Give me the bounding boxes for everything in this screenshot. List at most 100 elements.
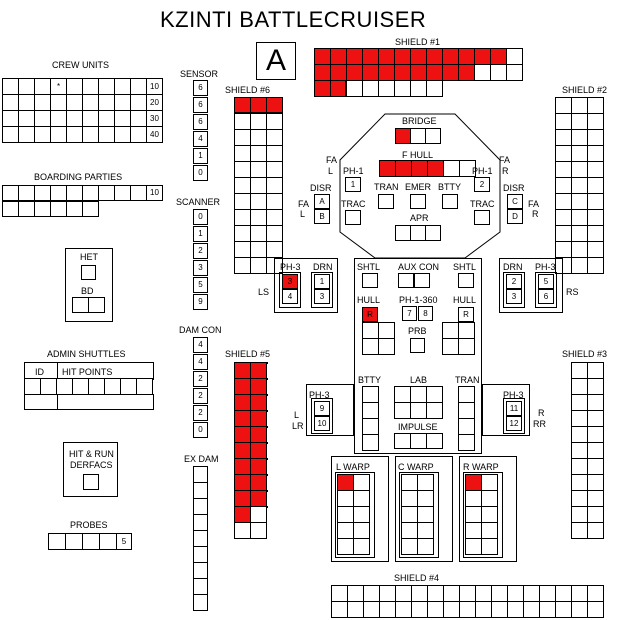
admin-shuttle-hit-point-box[interactable]	[40, 378, 57, 395]
l-warp-box[interactable]	[353, 538, 370, 555]
impulse-box[interactable]	[394, 433, 411, 449]
disr-b-box[interactable]: B	[314, 209, 330, 224]
hull-right-box[interactable]	[442, 322, 459, 339]
shield-3-box[interactable]	[587, 522, 604, 539]
shield-5-box[interactable]	[250, 474, 267, 491]
shield-6-box[interactable]	[266, 193, 283, 210]
drone-ls-3-box[interactable]: 3	[314, 289, 330, 304]
shuttle-left-box[interactable]	[362, 273, 378, 288]
crew-unit-box[interactable]	[18, 78, 35, 95]
boarding-party-box[interactable]	[34, 185, 51, 201]
shield-6-box[interactable]	[234, 97, 251, 113]
probe-box[interactable]	[82, 533, 100, 550]
shield-6-box[interactable]	[266, 225, 283, 242]
sensor-track-box[interactable]: 1	[193, 148, 208, 164]
disr-c-box[interactable]: C	[507, 194, 523, 209]
shield-1-box[interactable]	[378, 64, 395, 81]
crew-unit-box[interactable]	[82, 110, 99, 127]
shield-6-box[interactable]	[234, 209, 251, 226]
shield-6-box[interactable]	[266, 209, 283, 226]
shield-1-box[interactable]	[346, 48, 363, 65]
shield-5-box[interactable]	[234, 490, 251, 507]
shield-3-box[interactable]	[587, 394, 604, 411]
ph3-rs-5-box[interactable]: 5	[538, 274, 554, 289]
shield-3-box[interactable]	[587, 506, 604, 523]
sensor-track-box[interactable]: 4	[193, 131, 208, 147]
shield-4-box[interactable]	[347, 601, 364, 618]
crew-unit-box[interactable]	[98, 126, 115, 143]
shield-4-box[interactable]	[507, 585, 524, 602]
l-warp-box[interactable]	[337, 490, 354, 507]
shield-5-edge[interactable]	[266, 474, 268, 476]
shield-1-box[interactable]	[506, 64, 523, 81]
shield-6-box[interactable]	[234, 241, 251, 258]
shield-5-edge[interactable]	[266, 378, 268, 380]
transporter-box[interactable]	[378, 194, 394, 209]
shield-4-box[interactable]	[491, 585, 508, 602]
shield-3-box[interactable]	[571, 410, 588, 427]
shield-6-box[interactable]	[250, 209, 267, 226]
r-warp-box[interactable]	[465, 522, 482, 539]
shield-5-edge[interactable]	[266, 458, 268, 460]
shield-6-box[interactable]	[250, 161, 267, 178]
shield-4-box[interactable]	[571, 585, 588, 602]
shield-4-box[interactable]	[427, 601, 444, 618]
shield-6-box[interactable]	[250, 145, 267, 162]
shield-2-box[interactable]	[587, 161, 604, 178]
shield-1-box[interactable]	[442, 64, 459, 81]
crew-unit-box[interactable]	[18, 110, 35, 127]
crew-unit-box[interactable]	[50, 94, 67, 111]
battery-rear-box[interactable]	[362, 386, 379, 403]
shield-5-box[interactable]	[234, 442, 251, 459]
ex-dam-box[interactable]	[193, 498, 208, 515]
transporter-rear-box[interactable]	[458, 434, 475, 451]
ex-dam-box[interactable]	[193, 514, 208, 531]
shield-3-box[interactable]	[587, 378, 604, 395]
forward-hull-box[interactable]	[395, 160, 412, 177]
crew-unit-box[interactable]	[98, 78, 115, 95]
dam-con-track-box[interactable]: 4	[193, 354, 208, 370]
lab-box[interactable]	[410, 386, 427, 403]
battery-rear-box[interactable]	[362, 418, 379, 435]
probe-count[interactable]: 5	[116, 533, 132, 550]
shield-2-box[interactable]	[571, 145, 588, 162]
dam-con-track-box[interactable]: 4	[193, 337, 208, 353]
admin-shuttle-id-box[interactable]	[24, 394, 58, 410]
hull-right-box[interactable]	[458, 322, 475, 339]
shield-4-box[interactable]	[523, 585, 540, 602]
shield-2-box[interactable]	[571, 177, 588, 194]
crew-unit-box[interactable]	[66, 94, 83, 111]
shield-4-box[interactable]	[379, 585, 396, 602]
shield-6-box[interactable]	[250, 241, 267, 258]
shield-3-box[interactable]	[571, 394, 588, 411]
l-warp-box[interactable]	[353, 506, 370, 523]
boarding-party-box[interactable]	[50, 185, 67, 201]
crew-unit-box[interactable]	[82, 126, 99, 143]
dam-con-track-box[interactable]: 0	[193, 422, 208, 438]
scanner-track-box[interactable]: 0	[193, 209, 208, 225]
battery-box[interactable]	[442, 194, 458, 209]
shield-3-box[interactable]	[571, 442, 588, 459]
shield-3-box[interactable]	[571, 458, 588, 475]
shield-3-box[interactable]	[571, 490, 588, 507]
shield-2-box[interactable]	[571, 193, 588, 210]
r-warp-box[interactable]	[481, 506, 498, 523]
hull-left-box[interactable]	[378, 338, 395, 355]
crew-unit-row-total[interactable]: 20	[146, 94, 163, 111]
shield-3-box[interactable]	[587, 426, 604, 443]
shield-3-box[interactable]	[587, 362, 604, 379]
shield-6-box[interactable]	[250, 225, 267, 242]
ex-dam-box[interactable]	[193, 530, 208, 547]
l-warp-box[interactable]	[337, 506, 354, 523]
c-warp-box[interactable]	[401, 474, 418, 491]
shield-4-box[interactable]	[507, 601, 524, 618]
shield-1-box[interactable]	[346, 64, 363, 81]
forward-hull-box[interactable]	[459, 160, 476, 177]
dam-con-track-box[interactable]: 2	[193, 388, 208, 404]
shield-5-box[interactable]	[250, 442, 267, 459]
shield-4-box[interactable]	[555, 585, 572, 602]
shield-6-box[interactable]	[266, 145, 283, 162]
shield-5-box[interactable]	[250, 378, 267, 395]
crew-unit-box[interactable]	[18, 94, 35, 111]
shield-1-box[interactable]	[378, 80, 395, 97]
